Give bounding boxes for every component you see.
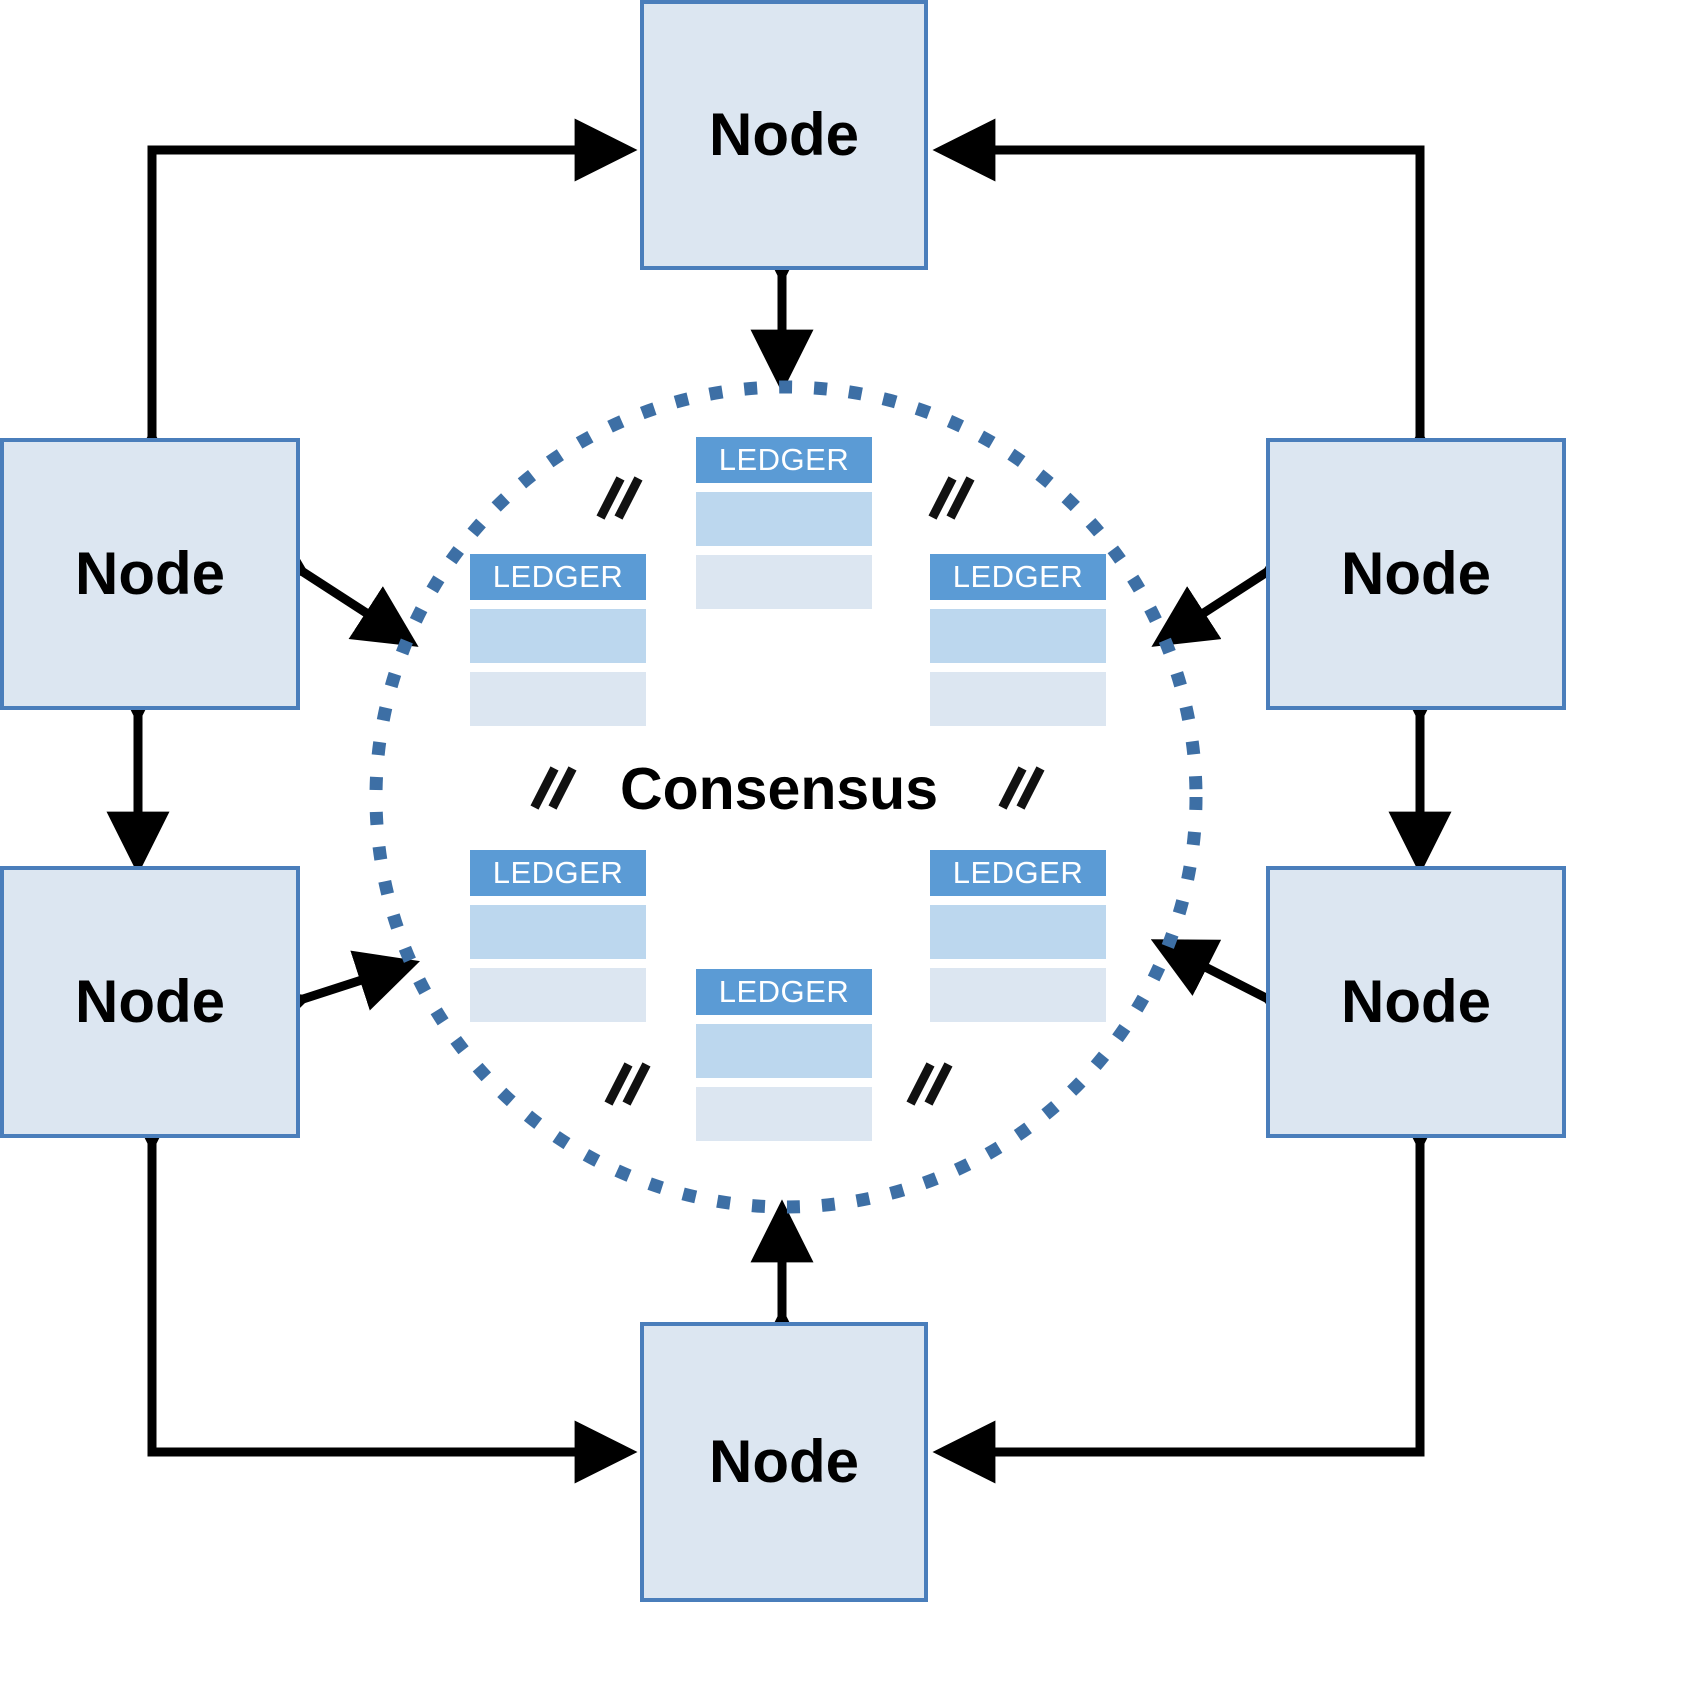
connector-left-lower-node-to-consensus xyxy=(242,950,420,1046)
ledger-right-upper[interactable]: LEDGER xyxy=(930,554,1106,726)
node-right-lower[interactable]: Node xyxy=(1266,866,1566,1138)
node-right-upper[interactable]: Node xyxy=(1266,438,1566,710)
ledger-top-header: LEDGER xyxy=(696,437,872,483)
node-bottom-label: Node xyxy=(709,1428,859,1495)
node-top[interactable]: Node xyxy=(640,0,928,270)
ledger-left-lower-header: LEDGER xyxy=(470,850,646,896)
ledger-right-lower-row-2 xyxy=(930,968,1106,1022)
equals-bottom-right-icon xyxy=(906,1062,953,1106)
ledger-top-row-1 xyxy=(696,492,872,546)
node-left-lower-label: Node xyxy=(75,968,225,1035)
ledger-top[interactable]: LEDGER xyxy=(696,437,872,609)
ledger-left-upper-row-1 xyxy=(470,609,646,663)
ledger-left-upper[interactable]: LEDGER xyxy=(470,554,646,726)
equals-bottom-left-icon xyxy=(604,1062,651,1106)
connector-topright-to-top xyxy=(932,118,1452,491)
ledger-bottom-header: LEDGER xyxy=(696,969,872,1015)
equals-mid-left-icon xyxy=(530,766,577,810)
ledger-right-lower[interactable]: LEDGER xyxy=(930,850,1106,1022)
connector-right-lower-node-to-consensus xyxy=(1150,939,1330,1051)
ledger-right-upper-header: LEDGER xyxy=(930,554,1106,600)
node-right-upper-label: Node xyxy=(1341,540,1491,607)
consensus-boundary-circle xyxy=(369,380,1203,1214)
node-top-label: Node xyxy=(709,101,859,168)
ledger-left-lower-row-2 xyxy=(470,968,646,1022)
equals-top-right-icon xyxy=(928,476,975,520)
ledger-top-row-2 xyxy=(696,555,872,609)
equals-top-left-icon xyxy=(596,476,643,520)
ledger-right-upper-row-2 xyxy=(930,672,1106,726)
ledger-left-upper-row-2 xyxy=(470,672,646,726)
ledger-left-lower-row-1 xyxy=(470,905,646,959)
connector-topleft-to-top xyxy=(120,118,638,491)
ledger-right-upper-row-1 xyxy=(930,609,1106,663)
ledger-bottom-row-1 xyxy=(696,1024,872,1078)
connector-bottomright-to-bottom xyxy=(932,1089,1452,1484)
node-right-lower-label: Node xyxy=(1341,968,1491,1035)
node-left-upper-label: Node xyxy=(75,540,225,607)
ledger-right-lower-header: LEDGER xyxy=(930,850,1106,896)
connector-left-upper-node-to-consensus xyxy=(240,516,419,647)
node-left-upper[interactable]: Node xyxy=(0,438,300,710)
ledger-left-lower[interactable]: LEDGER xyxy=(470,850,646,1022)
node-bottom[interactable]: Node xyxy=(640,1322,928,1602)
node-left-lower[interactable]: Node xyxy=(0,866,300,1138)
connector-bottomleft-to-bottom xyxy=(120,1089,638,1484)
consensus-label: Consensus xyxy=(620,756,939,822)
connector-right-upper-node-to-consensus xyxy=(1151,516,1330,647)
ledger-bottom-row-2 xyxy=(696,1087,872,1141)
equals-mid-right-icon xyxy=(998,766,1045,810)
ledger-bottom[interactable]: LEDGER xyxy=(696,969,872,1141)
ledger-right-lower-row-1 xyxy=(930,905,1106,959)
ledger-left-upper-header: LEDGER xyxy=(470,554,646,600)
